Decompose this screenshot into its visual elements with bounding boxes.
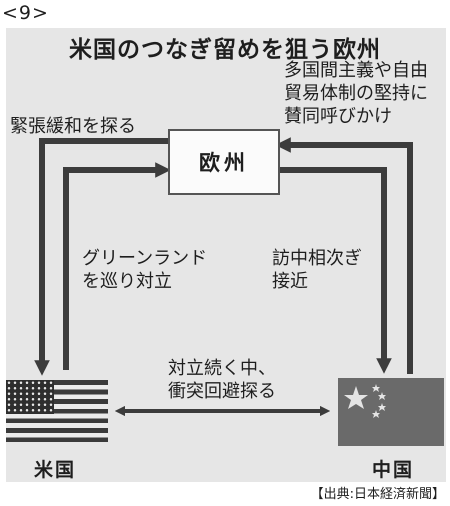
- arrow-europe-to-china: [276, 167, 392, 374]
- china-flag-icon: [338, 378, 444, 446]
- label-line: 訪中相次ぎ: [272, 248, 362, 269]
- label-line: 賛同呼びかけ: [284, 106, 392, 127]
- label-line: 多国間主義や自由: [284, 60, 428, 81]
- label-china-to-europe: 多国間主義や自由 貿易体制の堅持に 賛同呼びかけ: [284, 59, 428, 128]
- china-flag-star-large: [344, 386, 368, 409]
- label-us-to-europe: グリーンランド を巡り対立: [82, 247, 207, 293]
- label-line: 貿易体制の堅持に: [284, 83, 428, 104]
- label-us-china: 対立続く中、 衝突回避探る: [168, 357, 276, 403]
- label-europe-to-us: 緊張緩和を探る: [10, 116, 136, 137]
- node-us: 米国: [34, 459, 77, 481]
- arrow-us-to-europe: [63, 162, 171, 370]
- source-credit: 【出典:日本経済新聞】: [310, 487, 445, 502]
- us-flag-icon: [6, 380, 108, 442]
- label-line: を巡り対立: [82, 271, 172, 292]
- label-line: 衝突回避探る: [168, 381, 276, 402]
- label-line: 対立続く中、: [168, 358, 276, 379]
- node-europe: 欧州: [168, 129, 280, 195]
- china-flag-star-small: [372, 410, 380, 418]
- china-flag-star-small: [378, 403, 386, 411]
- diagram-title: 米国のつなぎ留めを狙う欧州: [69, 37, 381, 63]
- china-flag-star-small: [378, 392, 386, 400]
- figure-number: <9>: [2, 2, 49, 24]
- label-line: 接近: [272, 271, 308, 292]
- china-flag-star-small: [372, 384, 380, 392]
- node-china: 中国: [372, 459, 415, 481]
- label-europe-to-china: 訪中相次ぎ 接近: [272, 247, 362, 293]
- arrow-china-to-europe: [275, 137, 413, 374]
- us-flag-stars: [6, 380, 54, 414]
- arrow-europe-to-us: [34, 138, 168, 376]
- label-line: グリーンランド: [82, 248, 208, 269]
